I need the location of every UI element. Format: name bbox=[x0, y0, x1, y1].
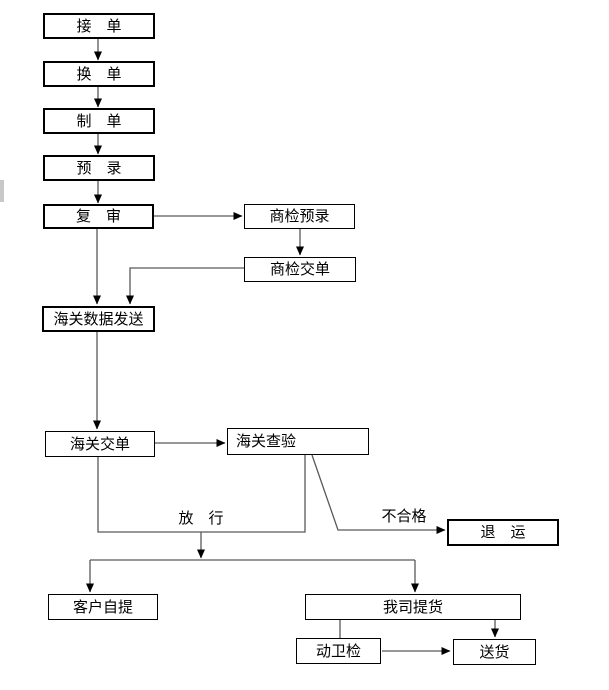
node-customs-submit: 海关交单 bbox=[45, 431, 155, 457]
node-customer-self-pickup: 客户自提 bbox=[48, 594, 158, 620]
node-ciq-submit: 商检交单 bbox=[244, 257, 356, 282]
edge-label-release: 放 行 bbox=[178, 509, 224, 527]
node-receive-order: 接 单 bbox=[43, 13, 155, 39]
node-return-shipment: 退 运 bbox=[447, 519, 559, 546]
node-make-docs: 制 单 bbox=[43, 108, 155, 134]
node-exchange-order: 换 单 bbox=[43, 61, 155, 87]
node-ciq-pre-entry: 商检预录 bbox=[244, 204, 355, 229]
edge-unqualified-to-return bbox=[311, 454, 446, 534]
node-customs-data-send: 海关数据发送 bbox=[42, 306, 155, 332]
edge-label-unqualified: 不合格 bbox=[381, 507, 427, 525]
node-pre-entry: 预 录 bbox=[43, 155, 155, 181]
scrollbar-artifact bbox=[0, 180, 4, 202]
node-customs-inspection: 海关查验 bbox=[227, 428, 369, 455]
node-delivery: 送货 bbox=[453, 639, 536, 665]
edge-ciq-submit-to-customs-data bbox=[126, 267, 244, 305]
node-company-pickup: 我司提货 bbox=[305, 594, 521, 620]
node-animal-health-inspection: 动卫检 bbox=[296, 638, 381, 664]
node-review: 复 审 bbox=[43, 204, 154, 229]
